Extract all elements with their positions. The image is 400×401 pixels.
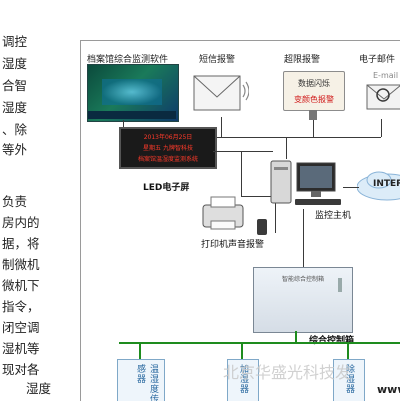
watermark-text: 北京华盛光科技发 — [223, 363, 352, 382]
printer-label: 打印机声音报警 — [201, 240, 265, 250]
sensor-label: 温湿度传感器 — [135, 364, 158, 401]
control-cabinet: 智能综合控制箱 — [253, 267, 353, 333]
software-screenshot-image — [87, 64, 179, 122]
humidifier-device-box: 加湿器 — [227, 359, 259, 401]
email-icon: E-mail — [365, 63, 400, 119]
email-caption: E-mail — [373, 71, 399, 80]
intro-line: 湿机等 — [2, 341, 40, 356]
panel-stand — [309, 110, 317, 120]
cabinet-label: 综合控制箱 — [309, 336, 355, 346]
sms-alarm-label: 短信报警 — [199, 55, 236, 65]
humidifier-label: 加湿器 — [238, 364, 248, 394]
cabinet-title: 智能综合控制箱 — [281, 276, 324, 283]
alarm-display-panel: 数据闪烁 变颜色报警 — [283, 71, 345, 111]
intro-line: 湿度 — [26, 381, 52, 396]
intro-line: 闭空调 — [2, 320, 40, 335]
intro-line: 制微机 — [2, 257, 40, 272]
intro-line: 调控 — [2, 34, 28, 49]
intro-line: 房内的 — [2, 215, 40, 230]
intro-line: 指令， — [2, 299, 40, 314]
speaker-icon — [257, 219, 267, 235]
intro-line: 等外 — [2, 142, 28, 157]
intro-line: 湿度 — [2, 56, 28, 71]
system-diagram: 档案馆综合监测软件 短信报警 超限报警 电子邮件 数据闪烁 变颜色报警 E-ma… — [80, 40, 400, 401]
cabinet-handle — [338, 278, 342, 292]
sensor-device-box: 温湿度传感器 — [117, 359, 165, 401]
internet-label: INTER — [373, 179, 400, 189]
intro-line: 据，将 — [2, 236, 40, 251]
panel-line-2: 变颜色报警 — [294, 95, 334, 104]
software-graphic — [102, 79, 162, 105]
field-bus-line — [119, 342, 400, 344]
intro-line: 现对各 — [2, 362, 40, 377]
top-connection-line — [123, 137, 381, 138]
envelope-icon — [193, 75, 250, 115]
led-line-3: 档案馆温湿度监测系统 — [137, 156, 198, 163]
corner-watermark: www. — [377, 383, 400, 396]
led-line-1: 2013年06月25日 — [143, 134, 193, 141]
intro-line: 负责 — [2, 194, 28, 209]
led-label: LED电子屏 — [143, 183, 190, 193]
intro-line: 合智 — [2, 78, 28, 93]
dehumidifier-device-box: 除湿器 — [333, 359, 365, 401]
host-label: 监控主机 — [315, 211, 352, 221]
led-screen: 2013年06月25日 星期五 九牌智科技 档案馆温湿度监测系统 — [119, 127, 217, 169]
overlimit-alarm-label: 超限报警 — [284, 55, 321, 65]
software-label: 档案馆综合监测软件 — [87, 55, 169, 65]
dehumidifier-label: 除湿器 — [344, 364, 354, 394]
email-alarm-label: 电子邮件 — [359, 55, 396, 65]
led-line-2: 星期五 九牌智科技 — [143, 145, 193, 152]
monitoring-host-computer — [265, 159, 355, 209]
panel-line-1: 数据闪烁 — [298, 79, 330, 88]
intro-line: 、除 — [2, 122, 28, 137]
internet-cloud-icon — [356, 169, 400, 201]
intro-line: 微机下 — [2, 278, 40, 293]
intro-text-column: 调控 湿度 合智 湿度 、除 等外 负责 房内的 据，将 制微机 微机下 指令，… — [0, 0, 72, 400]
intro-line: 湿度 — [2, 100, 28, 115]
printer-icon — [199, 193, 253, 233]
software-taskbar — [88, 111, 176, 119]
